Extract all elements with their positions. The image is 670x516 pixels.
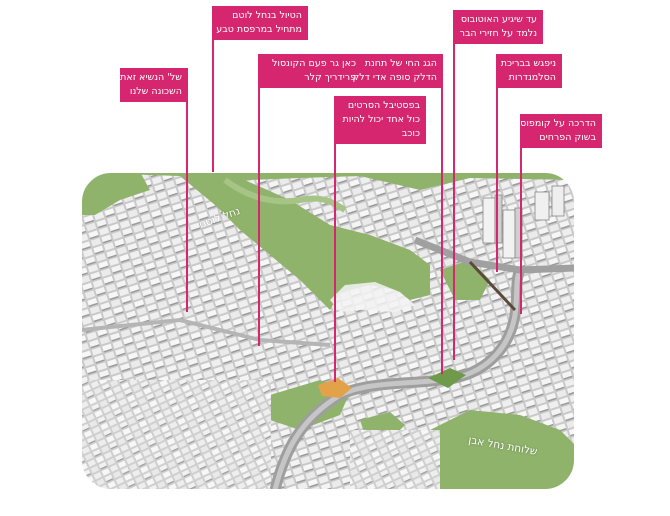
leader-festival — [334, 136, 336, 382]
callout-line: נלמד על חזירי הבר — [459, 28, 537, 39]
leader-president — [186, 98, 188, 312]
callout-line: בשוק הפרחים — [539, 132, 596, 143]
callout-festival: בפסטיבל הסרטים כול אחד יכול להיות כוכב — [334, 96, 426, 144]
callout-line: הסלמנדרות — [508, 72, 556, 83]
leader-compost — [520, 142, 522, 314]
callout-lotus-trail: הטיול בנחל לוטם מתחיל במרפסת טבע — [212, 6, 308, 40]
green-border-top — [81, 172, 575, 190]
green-roof — [428, 368, 466, 388]
callout-line: בפסטיבל הסרטים — [347, 100, 420, 111]
callout-line: ניפגש בבריכת — [500, 58, 556, 69]
callout-line: כאן גר פעם הקונסול — [272, 58, 356, 69]
callout-line: הטיול בנחל לוטם — [232, 10, 302, 21]
leader-consul — [258, 84, 260, 346]
callout-bus: עד שיגיע האוטובוס נלמד על חזירי הבר — [453, 10, 543, 44]
callout-president: של' הנשיא זאת השכונה שלנו — [120, 68, 188, 102]
callout-line: השכונה שלנו — [129, 86, 182, 97]
festival-site — [318, 378, 352, 398]
callout-line: הדלק סופה אדי דלק — [352, 72, 437, 83]
leader-lotus-trail — [212, 40, 214, 172]
callout-line: כוכב — [401, 128, 420, 139]
even-stream-park — [430, 410, 575, 490]
callout-line: הדרכה על קומפוסט — [514, 118, 596, 129]
callout-line: עד שיגיע האוטובוס — [460, 14, 537, 25]
callout-salamander: ניפגש בבריכת הסלמנדרות — [496, 54, 562, 88]
lotus-stream-park — [180, 176, 430, 310]
callout-roof: הגג החי של תחנת הדלק סופה אדי דלק — [352, 54, 443, 88]
leader-bus — [453, 40, 455, 360]
callout-consul: כאן גר פעם הקונסול פרידריך קלר — [258, 54, 362, 88]
callout-line: של' הנשיא זאת — [120, 72, 182, 83]
callout-line: כול אחד יכול להיות — [342, 114, 420, 125]
callout-line: פרידריך קלר — [304, 72, 356, 83]
callout-line: הגג החי של תחנת — [364, 58, 437, 69]
leader-salamander — [496, 82, 498, 272]
callout-line: מתחיל במרפסת טבע — [216, 24, 302, 35]
callout-compost: הדרכה על קומפוסט בשוק הפרחים — [514, 114, 602, 148]
leader-roof — [441, 84, 443, 374]
